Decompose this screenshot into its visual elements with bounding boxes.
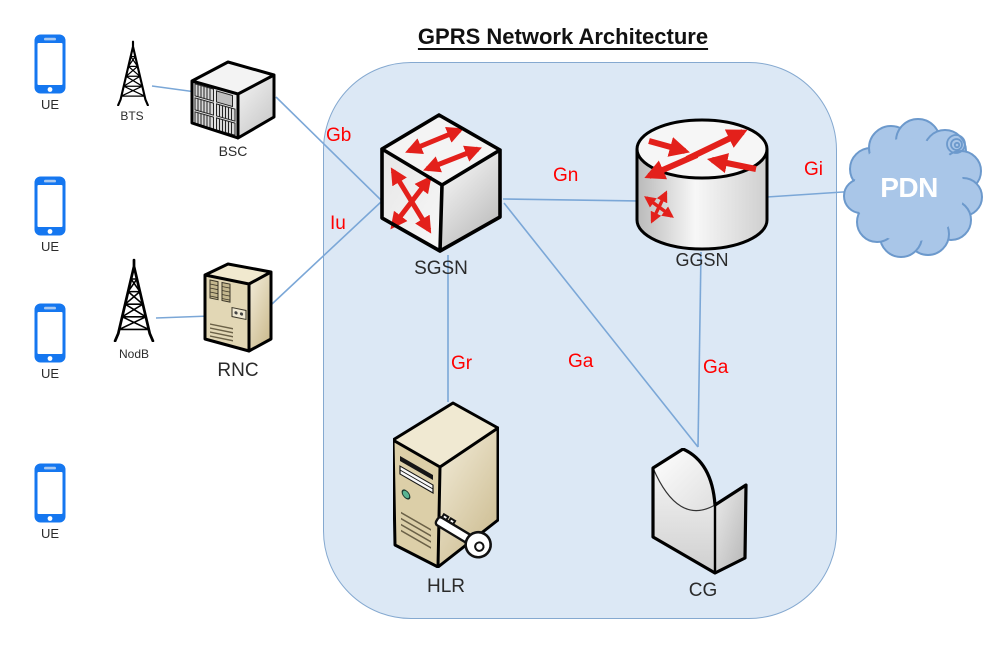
node-label-ggsn: GGSN bbox=[675, 250, 729, 270]
node-rnc bbox=[202, 259, 274, 360]
rnc-server-icon bbox=[203, 262, 273, 353]
link-ga-sgsn-cg bbox=[503, 202, 699, 448]
node-label-ue2: UE bbox=[40, 239, 60, 254]
link-nodb-rnc bbox=[155, 315, 211, 319]
node-label-bsc: BSC bbox=[218, 143, 248, 159]
node-bsc bbox=[188, 57, 278, 146]
node-label-ue1: UE bbox=[40, 97, 60, 112]
node-label-sgsn: SGSN bbox=[414, 258, 468, 279]
interface-label-ga-ggsn: Ga bbox=[703, 357, 729, 378]
interface-label-gi: Gi bbox=[804, 159, 823, 180]
node-label-hlr: HLR bbox=[426, 576, 465, 597]
link-gn-sgsn-ggsn bbox=[502, 198, 638, 202]
node-cg bbox=[650, 447, 756, 580]
bts-tower-icon bbox=[117, 40, 149, 107]
ggsn-router-icon bbox=[635, 118, 769, 251]
ue-phone-icon bbox=[34, 463, 66, 523]
node-label-nodb: NodB bbox=[118, 347, 150, 361]
link-gi-ggsn-pdn bbox=[766, 190, 859, 198]
node-sgsn bbox=[380, 112, 502, 259]
cg-gateway-icon bbox=[651, 447, 748, 575]
ue-phone-icon bbox=[34, 176, 66, 236]
interface-label-ga-sgsn: Ga bbox=[568, 351, 594, 372]
interface-label-gr: Gr bbox=[451, 353, 473, 374]
node-label-pdn: PDN bbox=[880, 172, 938, 203]
interface-label-iu: Iu bbox=[330, 213, 346, 234]
cloud-swirl-icon bbox=[946, 134, 966, 154]
hlr-server-icon bbox=[391, 401, 500, 569]
node-bts bbox=[112, 40, 154, 111]
node-ue-2 bbox=[33, 175, 67, 242]
node-label-ue3: UE bbox=[40, 366, 60, 381]
bsc-switch-icon bbox=[190, 60, 276, 140]
interface-label-gn: Gn bbox=[553, 165, 579, 186]
link-gb-bsc-sgsn bbox=[275, 96, 383, 202]
node-pdn bbox=[843, 114, 983, 269]
node-hlr bbox=[391, 400, 500, 573]
node-label-ue4: UE bbox=[40, 526, 60, 541]
key-icon bbox=[434, 512, 492, 559]
node-label-rnc: RNC bbox=[217, 360, 259, 381]
node-nodb bbox=[110, 258, 158, 347]
link-iu-rnc-sgsn bbox=[271, 200, 383, 305]
node-ue-4 bbox=[33, 462, 67, 529]
ue-phone-icon bbox=[34, 34, 66, 94]
node-ue-3 bbox=[33, 302, 67, 369]
nodb-tower-icon bbox=[113, 258, 155, 343]
interface-label-gb: Gb bbox=[326, 125, 352, 146]
pdn-cloud-icon bbox=[843, 118, 983, 258]
ue-phone-icon bbox=[34, 303, 66, 363]
link-ga-ggsn-cg bbox=[697, 251, 702, 448]
node-label-cg: CG bbox=[688, 580, 718, 601]
sgsn-switch-icon bbox=[380, 113, 502, 253]
node-ggsn bbox=[635, 118, 769, 257]
node-label-bts: BTS bbox=[120, 109, 144, 123]
node-ue-1 bbox=[33, 33, 67, 100]
diagram-title: GPRS Network Architecture bbox=[417, 24, 709, 49]
